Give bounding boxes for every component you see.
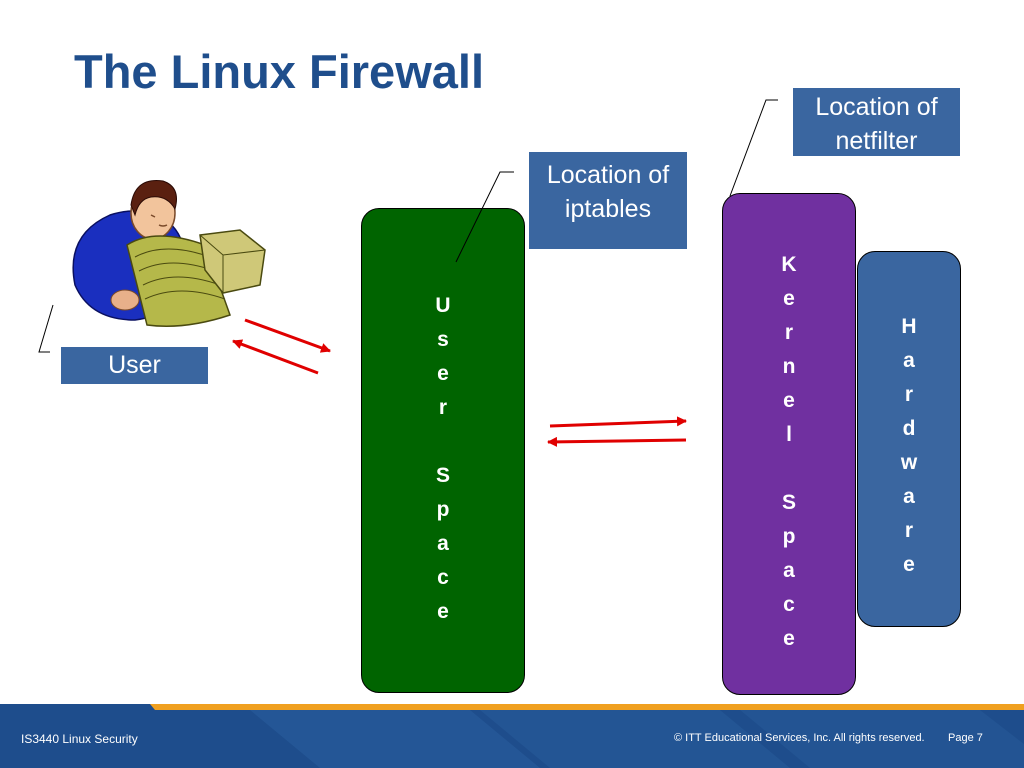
hardware-letter: a: [903, 349, 915, 372]
user-space-letter: s: [437, 328, 449, 351]
kernel-space-letter: K: [781, 253, 797, 276]
user-space-letter: r: [438, 396, 448, 419]
kernel-space-letter: e: [783, 389, 795, 412]
user-space-letter: e: [437, 600, 449, 623]
hardware-letter: r: [904, 519, 914, 542]
kernel-space-letter: p: [782, 525, 796, 548]
user-callout: User: [61, 347, 208, 384]
hardware-letter: d: [902, 417, 916, 440]
netfilter-callout: Location of netfilter: [793, 88, 960, 156]
hardware-letter: r: [904, 383, 914, 406]
kernel-space-letter: l: [786, 423, 792, 446]
netfilter-callout-text: Location of netfilter: [815, 93, 938, 155]
user-callout-leader: [38, 304, 54, 353]
iptables-callout-text: Location of iptables: [546, 161, 670, 223]
person-at-computer-icon: [72, 180, 266, 327]
footer-copyright: © ITT Educational Services, Inc. All rig…: [674, 732, 925, 744]
kernel-space-letter: S: [781, 491, 796, 514]
kernel-space-letter: n: [782, 355, 796, 378]
netfilter-callout-leader: [729, 99, 778, 197]
hardware-letter: e: [903, 553, 915, 576]
kernel-space-letter: e: [783, 287, 795, 310]
user-space-letter: p: [436, 498, 450, 521]
footer-bar: [0, 704, 1024, 768]
slide-title: The Linux Firewall: [74, 45, 485, 98]
footer-course: IS3440 Linux Security: [21, 732, 138, 746]
kernel-space-letter: a: [783, 559, 795, 582]
iptables-callout: Location of iptables: [529, 152, 687, 249]
arrow-userspace-to-user: [232, 339, 319, 375]
hardware-letter: a: [903, 485, 915, 508]
user-space-letter: S: [435, 464, 450, 487]
footer-page-number: Page 7: [948, 732, 983, 744]
user-space-letter: c: [437, 566, 449, 589]
user-space-letter: a: [437, 532, 449, 555]
kernel-space-letter: e: [783, 627, 795, 650]
arrow-userspace-to-kernel: [549, 416, 687, 428]
arrow-kernel-to-userspace: [547, 436, 687, 447]
hardware-letter: w: [900, 451, 918, 474]
user-space-letter: U: [435, 294, 451, 317]
hardware-letter: H: [901, 315, 917, 338]
kernel-space-letter: r: [784, 321, 794, 344]
kernel-space-letter: c: [783, 593, 795, 616]
footer-decoration: [0, 704, 1024, 768]
user-space-letter: e: [437, 362, 449, 385]
